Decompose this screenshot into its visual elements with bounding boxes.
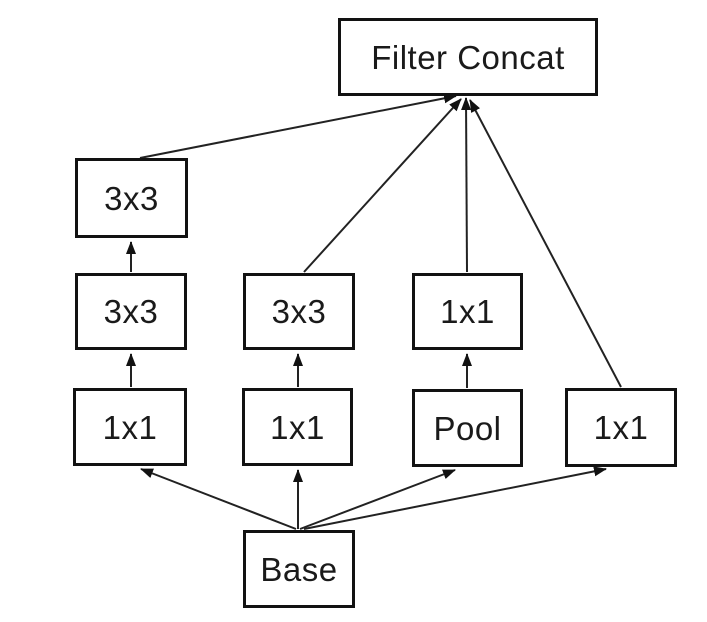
edge-base-to-pool (299, 469, 456, 530)
edge-3x3mid-to-filterconcat (303, 98, 462, 273)
node-3x3-branch1-mid: 3x3 (75, 273, 187, 350)
edge-3x3top-to-filterconcat (139, 93, 457, 159)
edge-1x1mid-to-filterconcat (461, 97, 472, 273)
node-base: Base (243, 530, 355, 608)
node-1x1-branch3: 1x1 (412, 273, 523, 350)
edge-base-to-1x1left (140, 468, 297, 530)
edge-base-to-1x1right (303, 466, 607, 530)
node-pool: Pool (412, 389, 523, 467)
node-3x3-branch2: 3x3 (243, 273, 355, 350)
node-3x3-branch1-top: 3x3 (75, 158, 188, 238)
edge-1x1right-to-filterconcat (469, 99, 622, 388)
node-1x1-branch2-bottom: 1x1 (242, 388, 353, 466)
node-filter-concat: Filter Concat (338, 18, 598, 96)
node-1x1-branch4: 1x1 (565, 388, 677, 467)
node-1x1-branch1-bottom: 1x1 (73, 388, 187, 466)
